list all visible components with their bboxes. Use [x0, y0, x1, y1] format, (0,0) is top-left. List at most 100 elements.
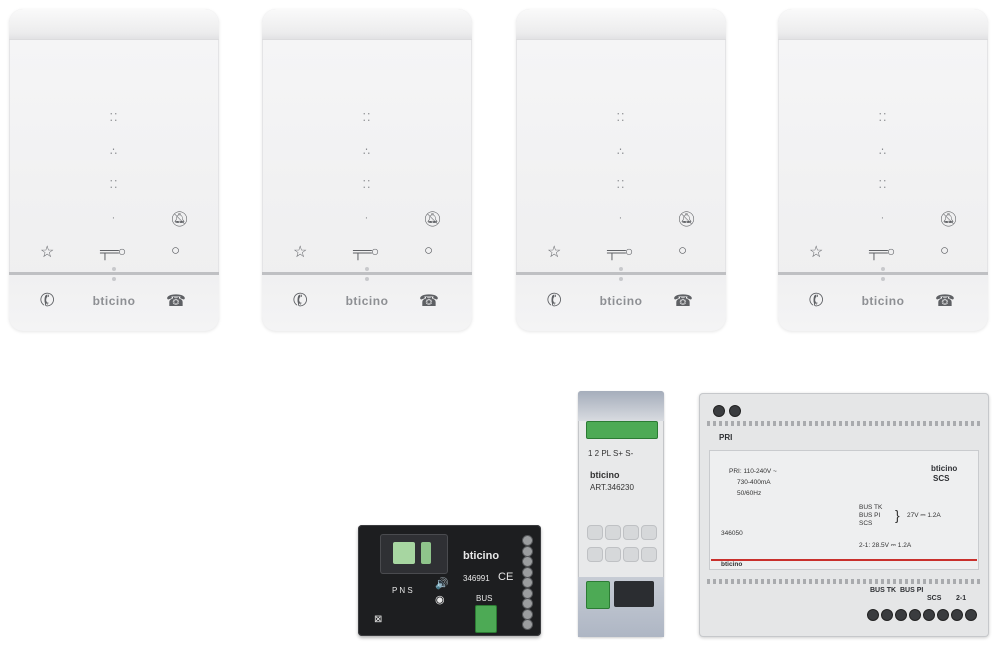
speaker-dots-icon: ⁚⁚ — [109, 179, 119, 191]
status-led — [365, 267, 369, 271]
handset-brand: bticino — [345, 294, 389, 308]
module-dip-button — [587, 547, 603, 562]
key-icon[interactable]: ╤═○ — [353, 243, 379, 259]
handset-top-band — [778, 9, 988, 40]
module-brand: bticino — [590, 470, 620, 480]
speaker-dots-icon: ⁚⁚ — [878, 179, 888, 191]
star-icon[interactable]: ☆ — [40, 244, 55, 261]
phone-hangup-icon[interactable]: ☎ — [935, 293, 955, 310]
intercom-handset-1: ⁚⁚ ∴ ⁚⁚ · 🔕︎ ☆ ╤═○ ○ ✆ bticino ☎ — [9, 9, 219, 331]
handset-divider — [516, 272, 726, 275]
weee-bin-icon: ⊠ — [374, 614, 383, 625]
phone-hangup-icon[interactable]: ☎ — [419, 293, 439, 310]
cycle-icon[interactable]: ○ — [171, 242, 181, 259]
cycle-icon[interactable]: ○ — [424, 242, 434, 259]
handset-lower-panel — [778, 275, 988, 331]
status-led — [112, 277, 116, 281]
handset-divider — [778, 272, 988, 275]
psu-bottom-vents — [707, 579, 981, 584]
psu-screw-terminal — [937, 609, 949, 621]
indicator-green — [393, 542, 415, 564]
bus-terminal-block — [475, 605, 497, 633]
psu-pri-label: PRI — [719, 433, 733, 442]
din-rail-module: 1 2 PL S+ S- bticino ART.346230 — [578, 391, 664, 637]
screw-terminal — [522, 608, 533, 620]
psu-screw-terminal — [881, 609, 893, 621]
screw-terminal — [522, 619, 533, 630]
key-icon[interactable]: ╤═○ — [869, 243, 895, 259]
screw-terminal — [522, 556, 533, 567]
star-icon[interactable]: ☆ — [809, 244, 824, 261]
interface-code: 346991 — [463, 574, 490, 583]
key-icon[interactable]: ╤═○ — [100, 243, 126, 259]
speaker-dot-icon: · — [111, 212, 117, 224]
speaker-dots-icon: ⁚⁚ — [109, 112, 119, 124]
psu-front-panel — [709, 450, 979, 570]
speaker-dots-icon: ⁚⁚ — [616, 112, 626, 124]
cycle-icon[interactable]: ○ — [940, 242, 950, 259]
module-dip-button — [605, 547, 621, 562]
speaker-dots-icon: ∴ — [363, 146, 371, 158]
psu-out-2: BUS PI — [859, 512, 881, 519]
psu-spec-1: PRI: 110-240V ~ — [729, 468, 777, 475]
module-bottom-terminal — [586, 581, 610, 609]
module-connector — [614, 581, 654, 607]
psu-spec-3: 50/60Hz — [737, 490, 762, 497]
intercom-handset-3: ⁚⁚ ∴ ⁚⁚ · 🔕︎ ☆ ╤═○ ○ ✆ bticino ☎ — [516, 9, 726, 331]
speaker-dot-icon: · — [364, 212, 370, 224]
indicator-green-small — [421, 542, 431, 564]
status-led — [881, 267, 885, 271]
psu-top-vents — [707, 421, 981, 426]
status-led — [619, 267, 623, 271]
screw-terminal — [522, 577, 533, 588]
handset-lower-panel — [9, 275, 219, 331]
bell-mute-icon[interactable]: 🔕︎ — [170, 211, 190, 228]
screw-terminal — [522, 598, 533, 609]
key-icon[interactable]: ╤═○ — [607, 243, 633, 259]
psu-out-rating: 27V ⎓ 1.2A — [907, 512, 941, 519]
cycle-icon[interactable]: ○ — [678, 242, 688, 259]
psu-out-4: 2-1: 28.5V ⎓ 1.2A — [859, 542, 912, 549]
status-led — [365, 277, 369, 281]
handset-top-band — [9, 9, 219, 40]
psu-brand: bticino — [931, 464, 958, 473]
star-icon[interactable]: ☆ — [293, 244, 308, 261]
interface-bus-label: BUS — [476, 594, 493, 603]
module-dip-button — [605, 525, 621, 540]
psu-code: 346050 — [721, 530, 743, 537]
bell-mute-icon[interactable]: 🔕︎ — [677, 211, 697, 228]
handset-divider — [9, 272, 219, 275]
speaker-dots-icon: ∴ — [617, 146, 625, 158]
speaker-dots-icon: ⁚⁚ — [878, 112, 888, 124]
speaker-icon: 🔊 — [435, 578, 449, 590]
module-terminal-block — [586, 421, 658, 439]
handset-lower-panel — [262, 275, 472, 331]
module-dip-button — [587, 525, 603, 540]
psu-label-bus-tk: BUS TK — [870, 587, 897, 594]
psu-led-1 — [713, 405, 725, 417]
status-led — [112, 267, 116, 271]
module-terminal-labels: 1 2 PL S+ S- — [588, 449, 634, 458]
psu-led-2 — [729, 405, 741, 417]
speaker-dots-icon: ⁚⁚ — [362, 112, 372, 124]
psu-system-logo: SCS — [933, 474, 950, 483]
star-icon[interactable]: ☆ — [547, 244, 562, 261]
module-top-cap — [578, 391, 664, 421]
handset-top-band — [262, 9, 472, 40]
handset-divider — [262, 272, 472, 275]
psu-bottom-brand: bticino — [721, 561, 743, 568]
intercom-handset-2: ⁚⁚ ∴ ⁚⁚ · 🔕︎ ☆ ╤═○ ○ ✆ bticino ☎ — [262, 9, 472, 331]
ce-mark: CE — [498, 571, 514, 583]
speaker-dots-icon: ∴ — [879, 146, 887, 158]
psu-out-3: SCS — [859, 520, 873, 527]
bell-mute-icon[interactable]: 🔕︎ — [939, 211, 959, 228]
module-article: ART.346230 — [590, 483, 634, 492]
audio-interface-module: bticino 346991 CE P N S 🔊 ◉ ⊠ BUS — [358, 525, 541, 636]
bell-mute-icon[interactable]: 🔕︎ — [423, 211, 443, 228]
psu-screw-terminal — [909, 609, 921, 621]
module-window — [380, 534, 448, 574]
phone-hangup-icon[interactable]: ☎ — [166, 293, 186, 310]
phone-hangup-icon[interactable]: ☎ — [673, 293, 693, 310]
power-supply-unit: PRI PRI: 110-240V ~ 730-400mA 50/60Hz bt… — [699, 393, 989, 637]
psu-label-bus-pi: BUS PI — [900, 587, 924, 594]
